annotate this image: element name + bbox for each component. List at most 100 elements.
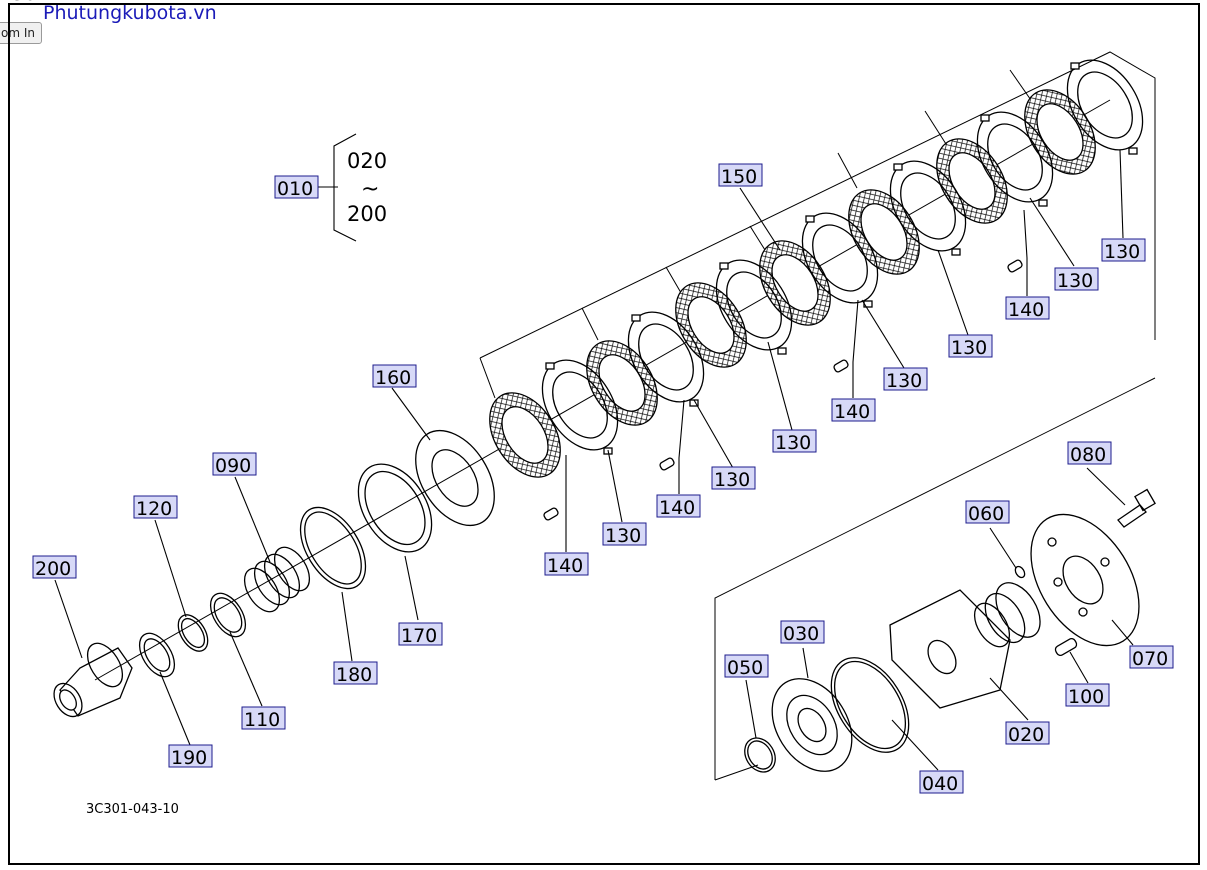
svg-text:190: 190 — [171, 747, 207, 769]
callout-140[interactable]: 140 — [831, 398, 876, 423]
pin — [543, 507, 559, 521]
friction-disc — [675, 282, 747, 368]
svg-text:140: 140 — [659, 497, 695, 519]
svg-text:060: 060 — [968, 503, 1004, 525]
steel-plate — [801, 212, 879, 308]
callout-130[interactable]: 130 — [1054, 267, 1099, 292]
range-from-text: 020 — [347, 149, 387, 173]
callout-160[interactable]: 160 — [372, 364, 417, 389]
svg-text:090: 090 — [215, 455, 251, 477]
callout-090[interactable]: 090 — [212, 452, 257, 477]
steel-plate — [715, 259, 793, 355]
spring — [243, 546, 311, 613]
callout-130[interactable]: 130 — [0, 0, 36, 5]
assembly-bracket: 020 ~ 200 — [316, 133, 387, 242]
callout-080[interactable]: 080 — [1067, 441, 1112, 466]
svg-text:150: 150 — [721, 166, 757, 188]
svg-text:080: 080 — [1070, 444, 1106, 466]
piston-housing — [889, 582, 1041, 709]
callout-020[interactable]: 020 — [1005, 721, 1050, 746]
callout-150[interactable]: 150 — [718, 163, 763, 188]
svg-text:050: 050 — [727, 657, 763, 679]
cover-plate — [1030, 513, 1140, 647]
ring — [209, 592, 247, 638]
svg-text:130: 130 — [775, 432, 811, 454]
callout-050[interactable]: 050 — [724, 654, 769, 679]
bearing-cover — [771, 678, 853, 772]
callout-130[interactable]: 130 — [948, 334, 993, 359]
svg-text:130: 130 — [886, 370, 922, 392]
callout-130[interactable]: 130 — [883, 367, 928, 392]
callout-130[interactable]: 130 — [602, 522, 647, 547]
callout-100[interactable]: 100 — [1065, 683, 1110, 708]
pin — [659, 457, 675, 471]
callout-120[interactable]: 120 — [133, 495, 178, 520]
svg-text:140: 140 — [547, 555, 583, 577]
svg-text:020: 020 — [1008, 724, 1044, 746]
steel-plate — [976, 111, 1054, 207]
range-to-text: 200 — [347, 202, 387, 226]
callout-200[interactable]: 200 — [32, 555, 77, 580]
o-ring-small — [1014, 565, 1026, 579]
backing-plate — [415, 429, 495, 527]
svg-text:110: 110 — [244, 709, 280, 731]
svg-text:130: 130 — [951, 337, 987, 359]
callout-040[interactable]: 040 — [919, 770, 964, 795]
clutch-pack-outline — [479, 51, 1156, 359]
svg-text:140: 140 — [1008, 299, 1044, 321]
gear-hub — [53, 642, 133, 718]
steel-plate — [889, 160, 967, 256]
spring-small — [1054, 637, 1078, 657]
seal-ring — [830, 657, 910, 753]
callout-030[interactable]: 030 — [780, 620, 825, 645]
svg-text:010: 010 — [277, 178, 313, 200]
housing-outline — [714, 377, 1156, 780]
svg-text:130: 130 — [0, 0, 36, 5]
friction-disc — [759, 240, 831, 326]
svg-text:120: 120 — [136, 498, 172, 520]
svg-text:160: 160 — [375, 367, 411, 389]
callout-140[interactable]: 140 — [544, 552, 589, 577]
svg-text:130: 130 — [605, 525, 641, 547]
svg-text:180: 180 — [336, 664, 372, 686]
friction-disc — [848, 189, 920, 275]
svg-text:030: 030 — [783, 623, 819, 645]
circlip — [177, 614, 209, 652]
callout-110[interactable]: 110 — [241, 706, 286, 731]
drawing-number: 3C301-043-10 — [86, 802, 179, 817]
friction-disc — [489, 392, 561, 478]
callout-130[interactable]: 130 — [772, 429, 817, 454]
callout-130[interactable]: 130 — [711, 466, 756, 491]
svg-text:130: 130 — [714, 469, 750, 491]
callout-140[interactable]: 140 — [1005, 296, 1050, 321]
callout-170[interactable]: 170 — [398, 622, 443, 647]
callout-190[interactable]: 190 — [168, 744, 213, 769]
thrust-washer — [357, 463, 433, 553]
callout-070[interactable]: 070 — [1129, 645, 1174, 670]
svg-text:140: 140 — [834, 401, 870, 423]
pin — [833, 359, 849, 373]
bearing-ring — [138, 632, 176, 678]
site-link[interactable]: Phutungkubota.vn — [43, 2, 217, 24]
range-tilde-text: ~ — [361, 177, 379, 202]
callout-010[interactable]: 010 — [274, 175, 319, 200]
svg-text:070: 070 — [1132, 648, 1168, 670]
svg-text:130: 130 — [1057, 270, 1093, 292]
svg-text:040: 040 — [922, 773, 958, 795]
steel-plate — [627, 311, 705, 407]
friction-disc — [1024, 89, 1096, 175]
svg-text:170: 170 — [401, 625, 437, 647]
callout-180[interactable]: 180 — [333, 661, 378, 686]
svg-text:200: 200 — [35, 558, 71, 580]
pin — [1007, 259, 1023, 273]
diagram-frame — [8, 3, 1200, 865]
steel-plate — [1066, 59, 1144, 155]
callout-140[interactable]: 140 — [656, 494, 701, 519]
o-ring — [744, 737, 776, 773]
svg-text:130: 130 — [1104, 241, 1140, 263]
friction-disc — [586, 340, 658, 426]
callout-060[interactable]: 060 — [965, 500, 1010, 525]
svg-text:100: 100 — [1068, 686, 1104, 708]
callout-130[interactable]: 130 — [1101, 238, 1146, 263]
